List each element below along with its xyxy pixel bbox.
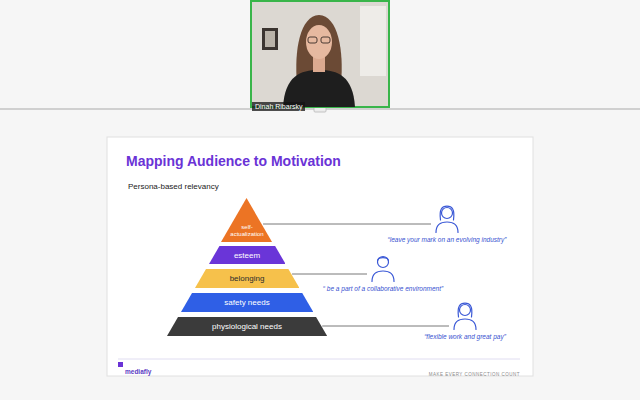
level-label: esteem <box>234 251 260 260</box>
persona-icon: “ be a part of a collaborative environme… <box>368 252 398 282</box>
webcam-glasses <box>321 37 330 43</box>
band-text-box: belonging <box>195 269 299 288</box>
persona-quote: “flexible work and great pay” <box>424 333 506 340</box>
band-fill <box>181 293 313 312</box>
label-holder: MAKE EVERY CONNECTION COUNT <box>380 362 520 380</box>
logo-text: mediafly <box>125 368 151 375</box>
person-hair <box>458 303 472 317</box>
level-label: belonging <box>230 274 265 283</box>
title-holder: Mapping Audience to Motivation <box>126 153 341 169</box>
level-label: self-actualization <box>228 224 266 238</box>
persona-icon: “leave your mark on an evolving industry… <box>432 203 462 233</box>
level-label: physiological needs <box>212 322 282 331</box>
webcam-glasses <box>308 37 317 43</box>
logo-mark <box>118 362 123 367</box>
band-fill <box>221 198 272 242</box>
person-head <box>460 305 471 316</box>
webcam-face <box>306 25 332 59</box>
person-head <box>442 208 453 219</box>
person-figure <box>432 203 462 233</box>
pyramid-level: self-actualization <box>221 198 272 242</box>
participant-name: Dinah Ribarsky <box>252 102 305 111</box>
leader-line <box>263 224 431 225</box>
leader-line <box>322 326 449 327</box>
person-outline <box>454 303 476 329</box>
slide-title: Mapping Audience to Motivation <box>126 153 341 169</box>
band-fill <box>167 317 327 336</box>
person-shoulders <box>436 222 458 233</box>
label-holder: mediafly <box>125 360 151 378</box>
footer-tagline: MAKE EVERY CONNECTION COUNT <box>429 372 520 377</box>
webcam-tile <box>251 1 389 107</box>
band-text-box: self-actualization <box>221 198 272 242</box>
band-text-box: esteem <box>209 246 286 264</box>
person-head <box>378 257 389 268</box>
quote-holder: “leave your mark on an evolving industry… <box>388 236 507 243</box>
person-shoulders <box>372 271 394 282</box>
person-hair <box>378 258 389 261</box>
band-fill <box>209 246 286 264</box>
person-outline <box>436 206 458 232</box>
slide-subtitle: Persona-based relevancy <box>128 182 219 191</box>
label-holder: Persona-based relevancy <box>128 175 219 193</box>
persona-icon: “flexible work and great pay” <box>450 300 480 330</box>
leader-line <box>292 274 367 275</box>
webcam-door <box>360 6 386 76</box>
persona-quote: “leave your mark on an evolving industry… <box>388 236 507 243</box>
pyramid-level: belonging <box>195 269 299 288</box>
label-holder: Dinah Ribarsky <box>252 95 305 113</box>
footer-rule <box>118 359 520 360</box>
pyramid-level: esteem <box>209 246 286 264</box>
level-label: safety needs <box>224 298 269 307</box>
webcam-frame <box>262 28 278 50</box>
band-text-box: physiological needs <box>167 317 327 336</box>
webcam-picture <box>265 31 275 47</box>
person-figure <box>368 252 398 282</box>
persona-quote: “ be a part of a collaborative environme… <box>323 285 443 292</box>
pyramid-level: physiological needs <box>167 317 327 336</box>
quote-holder: “ be a part of a collaborative environme… <box>323 285 443 292</box>
quote-holder: “flexible work and great pay” <box>424 333 506 340</box>
person-hair <box>440 206 454 220</box>
person-shoulders <box>454 319 476 330</box>
band-fill <box>195 269 299 288</box>
band-text-box: safety needs <box>181 293 313 312</box>
person-figure <box>450 300 480 330</box>
person-outline <box>372 257 394 282</box>
pyramid-level: safety needs <box>181 293 313 312</box>
slide <box>107 137 533 376</box>
